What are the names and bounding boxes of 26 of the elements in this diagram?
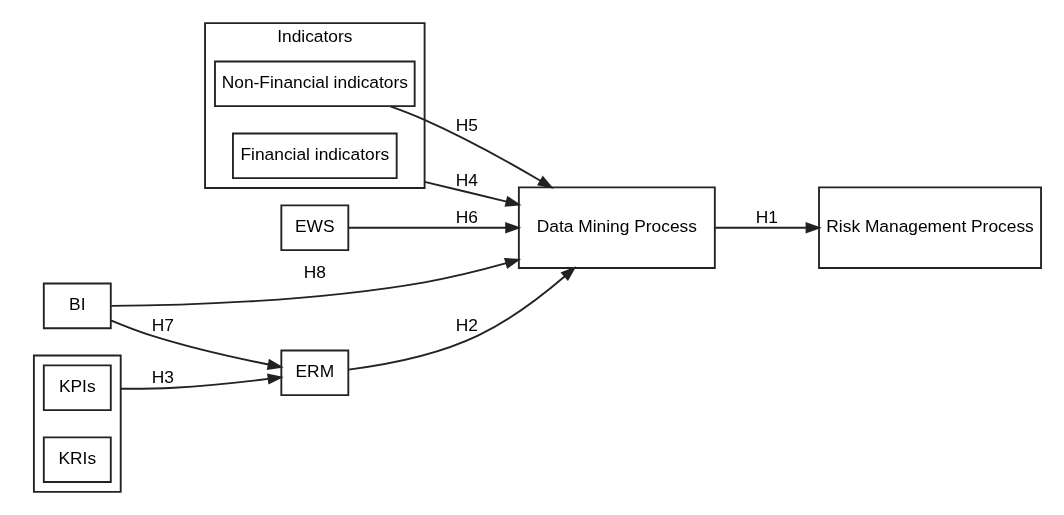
arrow <box>109 319 284 370</box>
node-box: Data Mining Process <box>517 186 716 269</box>
node-box: EWS <box>279 204 349 251</box>
edge-label: H2 <box>455 314 478 335</box>
edge-label: H1 <box>755 207 778 228</box>
arrow <box>388 105 554 189</box>
edge-label: H3 <box>151 367 174 388</box>
node-box: Non-Financial indicators <box>213 60 416 108</box>
edge-label: H8 <box>303 261 326 282</box>
arrow <box>119 373 284 390</box>
arrow <box>713 222 822 234</box>
cluster <box>32 354 122 493</box>
node-box: BI <box>42 282 112 330</box>
edge-label: H6 <box>455 207 478 228</box>
edge-label: H7 <box>151 314 174 335</box>
node-box: Risk Management Process <box>817 186 1042 269</box>
node-box: KPIs <box>42 364 112 411</box>
edge-label: H4 <box>455 169 478 190</box>
node-box: KRIs <box>42 436 112 483</box>
edge-label: H5 <box>455 115 478 136</box>
arrow <box>423 180 522 207</box>
node-box: Financial indicators <box>231 132 398 180</box>
arrow <box>347 222 521 234</box>
node-box: ERM <box>279 349 349 397</box>
arrow <box>347 266 576 371</box>
arrow <box>109 258 521 307</box>
